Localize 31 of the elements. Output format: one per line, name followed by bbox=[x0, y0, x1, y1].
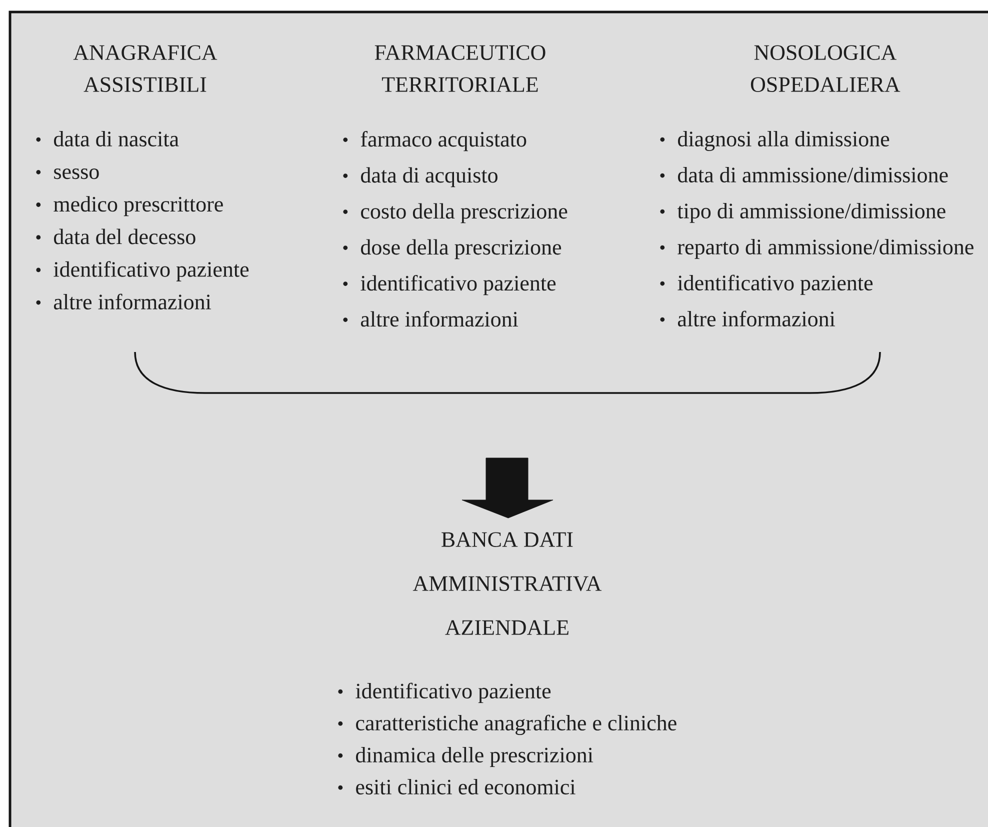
list-item: sesso bbox=[36, 168, 99, 180]
list-item: data di ammissione/dimissione bbox=[660, 166, 948, 182]
block-arrow bbox=[462, 458, 554, 518]
list-item: reparto di ammissione/dimissione bbox=[660, 238, 974, 259]
text-block bbox=[343, 45, 568, 327]
column-heading: FARMACEUTICO TERRITORIALE bbox=[374, 45, 546, 92]
list-item: dinamica delle prescrizioni bbox=[338, 747, 594, 767]
list-item: data di nascita bbox=[36, 130, 179, 146]
list-item: medico prescrittore bbox=[36, 196, 223, 216]
column-heading: NOSOLOGICA OSPEDALIERA bbox=[750, 45, 900, 92]
list-item: farmaco acquistato bbox=[343, 130, 526, 152]
list-item: diagnosi alla dimissione bbox=[660, 130, 890, 151]
list-item: altre informazioni bbox=[343, 310, 518, 327]
list-item: altre informazioni bbox=[660, 310, 836, 326]
list-item: altre informazioni bbox=[36, 294, 212, 310]
list-item: costo della prescrizione bbox=[343, 203, 568, 224]
list-item: data del decesso bbox=[36, 228, 196, 244]
list-item: tipo di ammissione/dimissione bbox=[660, 202, 946, 223]
text-block bbox=[36, 45, 249, 310]
list-item: identificativo paziente bbox=[36, 261, 249, 282]
list-item: esiti clinici ed economici bbox=[338, 779, 576, 794]
list-item: data di acquisto bbox=[343, 167, 498, 188]
text-block bbox=[660, 45, 974, 326]
list-item: identificativo paziente bbox=[338, 682, 551, 703]
column-heading: BANCA DATI AMMINISTRATIVA AZIENDALE bbox=[412, 532, 602, 635]
list-item: dose della prescrizione bbox=[343, 239, 562, 260]
column-heading: ANAGRAFICA ASSISTIBILI bbox=[73, 45, 218, 92]
list-item: identificativo paziente bbox=[343, 274, 556, 296]
text-block bbox=[338, 532, 676, 794]
list-item: identificativo paziente bbox=[660, 274, 873, 295]
list-item: caratteristiche anagrafiche e cliniche bbox=[338, 714, 676, 736]
